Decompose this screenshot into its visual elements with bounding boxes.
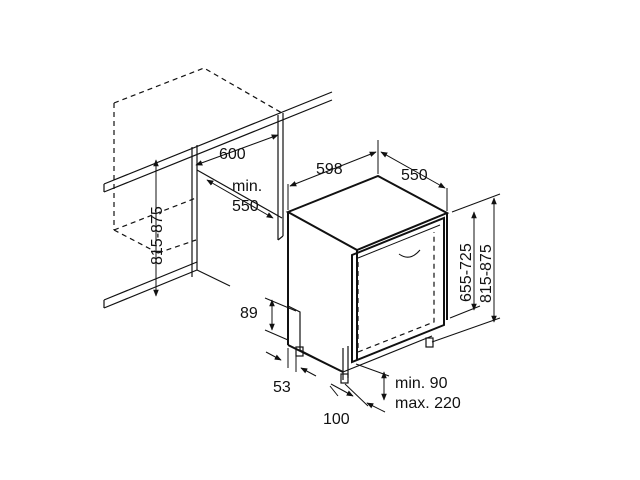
niche-depth-dimension: min. 550 — [206, 178, 274, 219]
niche-height-dimension: 815-875 — [149, 159, 166, 297]
appliance-depth-dimension: 550 — [380, 151, 448, 211]
appliance-height-outer-label: 815-875 — [478, 244, 495, 303]
plinth-height-label: 89 — [240, 305, 258, 322]
niche-width-label: 600 — [219, 146, 246, 163]
plinth-height-dimension: 89 — [240, 297, 297, 341]
plinth-offset-label: 53 — [273, 379, 291, 396]
clearance-dimension: min. 90 max. 220 — [355, 363, 461, 412]
plinth-offset-dimension: 53 — [265, 348, 317, 396]
niche-depth-min-label: min. — [232, 178, 262, 195]
appliance-height-dimensions: 655-725 815-875 — [431, 193, 501, 343]
niche-height-label: 815-875 — [149, 206, 166, 265]
appliance-height-inner-label: 655-725 — [458, 243, 475, 302]
niche-outline — [103, 67, 333, 309]
niche-depth-value-label: 550 — [232, 198, 259, 215]
dishwasher-body — [285, 174, 450, 384]
appliance-depth-label: 550 — [401, 167, 428, 184]
niche-width-dimension: 600 — [195, 134, 279, 166]
appliance-width-dimension: 598 — [287, 140, 379, 210]
foot-spacing-dimension: 100 — [323, 383, 386, 428]
foot-spacing-label: 100 — [323, 411, 350, 428]
clearance-max-label: max. 220 — [395, 395, 461, 412]
appliance-width-label: 598 — [316, 161, 343, 178]
clearance-min-label: min. 90 — [395, 375, 448, 392]
